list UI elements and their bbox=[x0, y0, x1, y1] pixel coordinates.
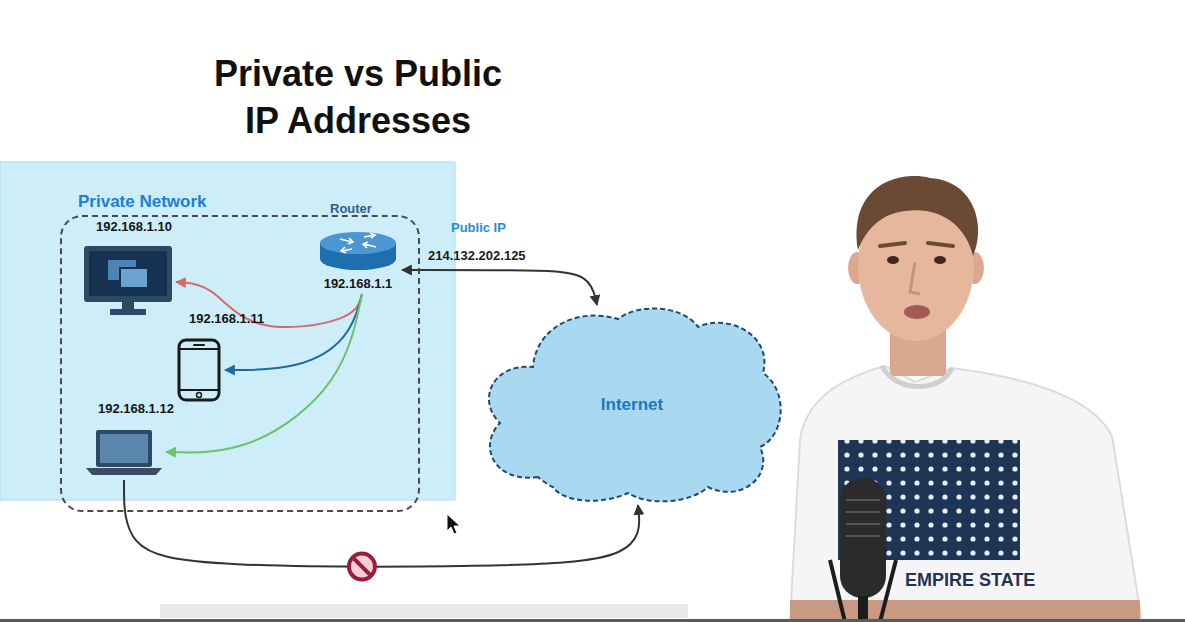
phone-speaker bbox=[194, 344, 204, 346]
shirt-print-text: EMPIRE STATE bbox=[905, 570, 1035, 591]
phone-icon bbox=[177, 338, 221, 402]
mouth bbox=[904, 305, 930, 319]
phone-button bbox=[197, 393, 202, 398]
mic-stand bbox=[858, 596, 868, 622]
public-ip-caption: Public IP bbox=[451, 220, 506, 235]
monitor-frame bbox=[84, 246, 172, 302]
connector bbox=[225, 294, 362, 370]
monitor-base bbox=[110, 309, 146, 315]
region-heading: Private Network bbox=[78, 192, 207, 212]
router-arrows bbox=[340, 233, 376, 253]
mic-mount bbox=[830, 560, 896, 622]
blocked-ring bbox=[349, 554, 375, 580]
laptop-icon bbox=[86, 428, 162, 476]
blocked-slash bbox=[354, 559, 370, 575]
scroll-bar bbox=[160, 604, 688, 618]
laptop-node: 192.168.1.12 bbox=[82, 426, 166, 480]
brow bbox=[880, 243, 905, 246]
laptop-screen bbox=[100, 434, 148, 463]
router-node: Router192.168.1.1 bbox=[314, 226, 402, 294]
laptop-lid bbox=[96, 430, 152, 467]
shirt bbox=[790, 366, 1142, 622]
phone-body bbox=[179, 340, 219, 400]
presenter-figure bbox=[790, 176, 1142, 622]
private-network-region: Private NetworkRouter192.168.1.1192.168.… bbox=[60, 215, 420, 512]
ip-address: 192.168.1.11 bbox=[189, 311, 264, 327]
microphone bbox=[830, 478, 896, 622]
phone-screen-edge bbox=[180, 349, 218, 390]
phone-node: 192.168.1.11 bbox=[173, 336, 225, 408]
cloud-label: Internet bbox=[601, 395, 663, 415]
router-top bbox=[320, 232, 396, 254]
desktop-icon bbox=[84, 246, 172, 316]
ip-address: 192.168.1.12 bbox=[98, 401, 174, 417]
desktop-node: 192.168.1.10 bbox=[80, 244, 176, 322]
router-text: Router bbox=[330, 201, 372, 217]
mic-body bbox=[840, 478, 886, 598]
brow bbox=[928, 243, 953, 246]
eye bbox=[934, 256, 946, 264]
router-icon bbox=[318, 229, 398, 273]
mouse-cursor bbox=[447, 514, 460, 534]
router-text: 192.168.1.1 bbox=[324, 276, 393, 292]
connector bbox=[402, 270, 597, 305]
collar bbox=[882, 366, 952, 387]
blocked-symbol bbox=[349, 554, 375, 580]
bottom-strip bbox=[0, 619, 1185, 622]
monitor-screen bbox=[89, 251, 167, 296]
window bbox=[120, 268, 148, 288]
ip-address: 192.168.1.10 bbox=[96, 219, 172, 235]
mic-grille bbox=[846, 500, 880, 536]
public-ip-address: 214.132.202.125 bbox=[428, 248, 526, 263]
cloud-outline bbox=[489, 309, 781, 502]
hair bbox=[857, 176, 979, 256]
laptop-base bbox=[86, 468, 162, 475]
diagram-title: Private vs Public IP Addresses bbox=[200, 50, 516, 144]
private-network-ground bbox=[0, 162, 455, 500]
nose bbox=[910, 262, 920, 294]
monitor-stand bbox=[122, 302, 134, 310]
connector bbox=[166, 294, 362, 452]
eye bbox=[887, 256, 899, 264]
internet-cloud: Internet bbox=[478, 305, 786, 505]
